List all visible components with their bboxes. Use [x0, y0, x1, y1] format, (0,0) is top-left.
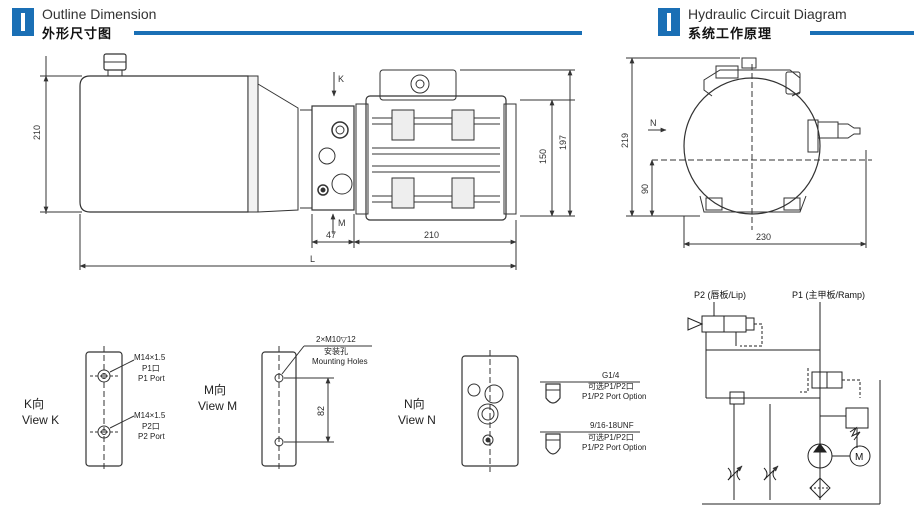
- k-p1-zh: P1口: [142, 364, 160, 373]
- k-p2-zh: P2口: [142, 422, 160, 431]
- circuit-title-zh: 系统工作原理: [688, 26, 773, 41]
- k-p2-en: P2 Port: [138, 432, 165, 441]
- end-view: N 219 90 230: [620, 57, 872, 248]
- view-m-en: View M: [198, 399, 237, 413]
- dim-197: 197: [558, 135, 568, 150]
- circuit-header-rule: [810, 31, 914, 35]
- relief-valve: [845, 407, 869, 429]
- valve-block: [311, 105, 355, 211]
- m-holes-zh: 安装孔: [324, 346, 348, 356]
- filter-icon: [809, 477, 831, 499]
- dim-219: 219: [620, 133, 630, 148]
- section-marker-icon: [658, 8, 680, 36]
- view-k-zh: K向: [24, 396, 44, 411]
- k-p1-thread: M14×1.5: [134, 353, 166, 362]
- m-holes-spec: 2×M10▽12: [316, 335, 356, 344]
- oil-tank: [79, 75, 249, 213]
- dim-90: 90: [640, 184, 650, 194]
- view-n: N向 View N G1/4 可选P1/P2口 P1/P2 Port Optio…: [398, 350, 646, 472]
- view-n-zh: N向: [404, 396, 425, 411]
- motor-icon: [849, 445, 871, 467]
- n-unf: 9/16-18UNF: [590, 421, 634, 430]
- side-view: K M 210 150 197 47 210 L: [32, 53, 575, 270]
- label-m: M: [338, 218, 346, 228]
- circuit-p2-label: P2 (唇板/Lip): [694, 289, 746, 300]
- outline-header-rule: [134, 31, 582, 35]
- outline-header: Outline Dimension 外形尺寸图: [12, 4, 582, 41]
- view-m-zh: M向: [204, 382, 226, 397]
- hydraulic-circuit: P2 (唇板/Lip) P1 (主甲板/Ramp): [687, 289, 881, 505]
- view-m: M向 View M 2×M10▽12 安装孔 Mounting Holes 82: [198, 335, 372, 472]
- n-g14-en: P1/P2 Port Option: [582, 392, 646, 401]
- outline-title-zh: 外形尺寸图: [42, 26, 113, 41]
- dim-height-210: 210: [32, 125, 42, 140]
- k-p2-thread: M14×1.5: [134, 411, 166, 420]
- section-marker-icon: [12, 8, 34, 36]
- outline-title-en: Outline Dimension: [42, 6, 157, 22]
- n-unf-zh: 可选P1/P2口: [588, 432, 634, 442]
- view-k: K向 View K M14×1.5 P1口 P1 Port M14×1.5 P2…: [22, 346, 166, 472]
- dim-210: 210: [424, 230, 439, 240]
- m-spacing: 82: [316, 406, 326, 416]
- view-k-en: View K: [22, 413, 59, 427]
- m-holes-en: Mounting Holes: [312, 357, 368, 366]
- motor-body: [365, 95, 507, 221]
- dim-150: 150: [538, 149, 548, 164]
- view-n-en: View N: [398, 413, 436, 427]
- circuit-header: Hydraulic Circuit Diagram 系统工作原理: [658, 4, 914, 41]
- dim-l: L: [310, 254, 315, 264]
- n-unf-en: P1/P2 Port Option: [582, 443, 646, 452]
- circuit-motor: M: [855, 452, 863, 463]
- k-p1-en: P1 Port: [138, 374, 165, 383]
- n-g14: G1/4: [602, 371, 620, 380]
- dim-230: 230: [756, 232, 771, 242]
- circuit-p1-label: P1 (主甲板/Ramp): [792, 289, 865, 300]
- n-g14-zh: 可选P1/P2口: [588, 381, 634, 391]
- label-k: K: [338, 74, 344, 84]
- dim-47: 47: [326, 230, 336, 240]
- circuit-title-en: Hydraulic Circuit Diagram: [688, 6, 847, 22]
- label-n: N: [650, 118, 657, 128]
